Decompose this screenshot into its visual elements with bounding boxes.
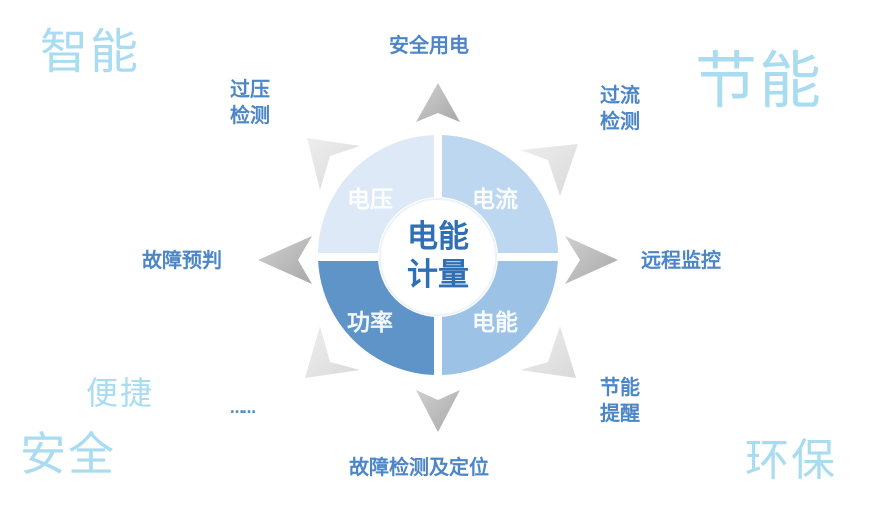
- center-title-line2: 计量: [407, 257, 469, 293]
- label-overvoltage-detection: 过压 检测: [230, 76, 270, 128]
- label-energy-saving-reminder: 节能 提醒: [600, 374, 640, 426]
- arrow-down-right-icon: [520, 326, 576, 378]
- label-ellipsis: ……: [230, 401, 256, 417]
- keyword-bottom-right: 环保: [745, 435, 837, 486]
- arrow-down-left-icon: [305, 326, 360, 378]
- quadrant-circle: [313, 130, 563, 380]
- label-line: 提醒: [600, 401, 640, 425]
- label-fault-detection-location: 故障检测及定位: [349, 455, 489, 479]
- label-line: 过流: [600, 83, 640, 107]
- quadrant-current: 电流: [472, 187, 518, 213]
- arrow-up-icon: [416, 83, 460, 122]
- arrow-down-icon: [416, 390, 460, 432]
- arrow-right-icon: [565, 236, 618, 284]
- center-title-line1: 电能: [407, 219, 469, 255]
- keyword-bottom-left: 安全: [20, 427, 116, 481]
- keyword-bottom-left-small: 便捷: [86, 374, 155, 412]
- label-line: 过压: [230, 77, 270, 101]
- quadrant-power: 功率: [347, 310, 393, 336]
- label-line: 检测: [600, 109, 640, 133]
- arrow-up-left-icon: [307, 138, 360, 190]
- label-fault-prediction: 故障预判: [142, 248, 222, 272]
- label-remote-monitoring: 远程监控: [641, 248, 721, 272]
- label-safe-power: 安全用电: [389, 33, 469, 57]
- label-line: 检测: [230, 103, 270, 127]
- keyword-top-right: 节能: [695, 44, 824, 117]
- label-line: 节能: [600, 375, 640, 399]
- quadrant-voltage: 电压: [347, 187, 393, 213]
- quadrant-energy: 电能: [472, 310, 518, 336]
- center-title: 电能 计量: [383, 218, 493, 294]
- label-overcurrent-detection: 过流 检测: [600, 82, 640, 134]
- arrow-up-right-icon: [520, 144, 578, 196]
- keyword-top-left: 智能: [40, 24, 141, 80]
- arrow-left-icon: [258, 236, 312, 284]
